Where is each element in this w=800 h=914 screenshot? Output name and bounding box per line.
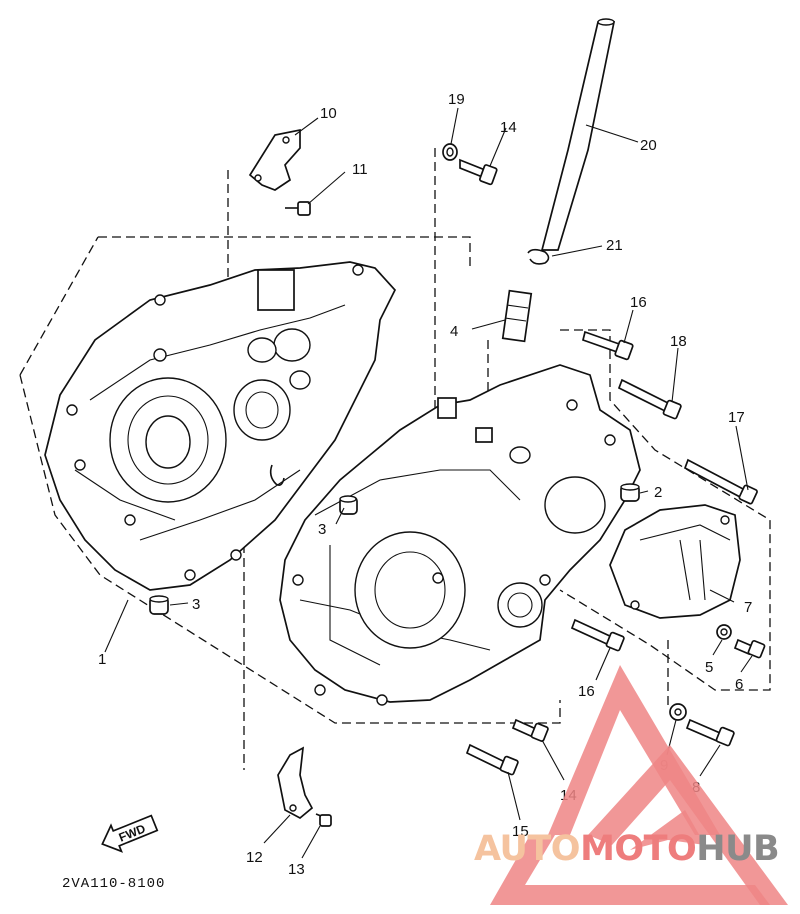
callout-2: 2 (654, 484, 662, 501)
callout-4: 4 (450, 323, 458, 340)
assembly-boundary-left (19, 236, 561, 724)
plate-10 (248, 128, 301, 191)
callout-7: 7 (744, 599, 752, 616)
callout-1: 1 (98, 651, 106, 668)
callout-18: 18 (670, 333, 687, 350)
callout-17: 17 (728, 409, 745, 426)
callout-5: 5 (705, 659, 713, 676)
callout-12: 12 (246, 849, 263, 866)
left-crankcase-half (44, 261, 397, 591)
watermark-text-auto: AUTO (474, 829, 581, 869)
watermark-text: AUTOMOTOHUB (474, 829, 780, 869)
callout-16-bottom: 16 (578, 683, 595, 700)
bolt-11 (285, 201, 311, 216)
crankcase-cover (609, 504, 741, 619)
washer-5 (716, 624, 732, 640)
small-clip (269, 464, 285, 486)
fwd-arrow: FWD (101, 814, 159, 853)
plate-12 (277, 746, 314, 820)
clip (527, 248, 550, 265)
callout-13: 13 (288, 861, 305, 878)
washer-9 (669, 703, 687, 721)
assembly-boundary-right (559, 329, 771, 691)
dowel-3-center (339, 495, 358, 515)
automotohub-logo-mark (490, 665, 788, 905)
callout-21: 21 (606, 237, 623, 254)
pipe (540, 21, 616, 251)
callout-15: 15 (512, 823, 529, 840)
callout-19: 19 (448, 91, 465, 108)
callout-16-top: 16 (630, 294, 647, 311)
bolt-8 (685, 718, 735, 747)
callout-14-top: 14 (500, 119, 517, 136)
bolt-14-top (459, 158, 498, 186)
pipe-end (597, 18, 615, 26)
bolt-13 (315, 813, 332, 827)
watermark-text-hub: HUB (696, 829, 780, 869)
dowel-3-left (149, 595, 169, 615)
callout-6: 6 (735, 676, 743, 693)
dowel-2 (620, 483, 640, 502)
washer-19 (442, 143, 458, 161)
callout-3-center: 3 (318, 521, 326, 538)
callout-3-left: 3 (192, 596, 200, 613)
callout-11: 11 (352, 161, 368, 178)
bolt-16-bottom (570, 618, 625, 652)
bolt-14-bottom (511, 718, 549, 742)
part-code: 2VA110-8100 (62, 876, 165, 892)
callout-10: 10 (320, 105, 337, 122)
bolt-18 (617, 378, 682, 420)
bolt-15 (465, 743, 519, 776)
callout-20: 20 (640, 137, 657, 154)
bolt-17 (683, 458, 758, 505)
pipe-fitting (501, 289, 533, 343)
bolt-16-top (581, 330, 634, 361)
right-crankcase-half (279, 364, 641, 706)
watermark-text-moto: MOTO (580, 829, 697, 869)
bolt-6 (733, 638, 766, 659)
leader-lines (104, 107, 753, 859)
